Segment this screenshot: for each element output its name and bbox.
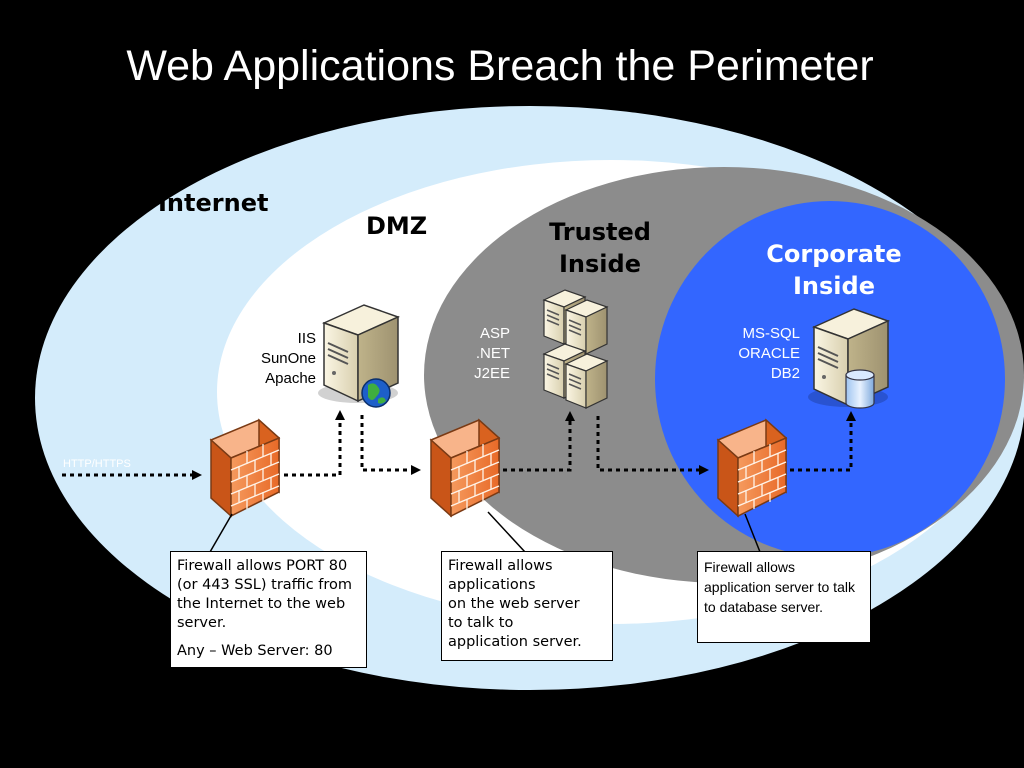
zone-label-trusted: Trusted Inside bbox=[549, 218, 651, 278]
db-server-label-3: DB2 bbox=[770, 365, 800, 382]
firewall-2-note: Firewall allows applications on the web … bbox=[441, 551, 613, 661]
web-server-label: IIS SunOne Apache bbox=[240, 329, 316, 389]
http-https-label: HTTP/HTTPS bbox=[63, 458, 131, 470]
app-server-label: ASP .NET J2EE bbox=[440, 324, 510, 384]
db-server-label-1: MS-SQL bbox=[742, 325, 800, 342]
firewall-1-note-rule: Any – Web Server: 80 bbox=[177, 643, 333, 659]
app-server-label-3: J2EE bbox=[474, 365, 510, 382]
web-server-label-3: Apache bbox=[265, 370, 316, 387]
firewall-3-note: Firewall allows application server to ta… bbox=[697, 551, 871, 643]
web-server-icon bbox=[317, 304, 399, 408]
firewall3-to-dbserver-arrow bbox=[790, 411, 856, 472]
zone-label-internet: Internet bbox=[158, 189, 269, 217]
callout-line-1 bbox=[209, 513, 233, 553]
webserver-to-firewall2-arrow bbox=[360, 415, 421, 475]
web-server-label-2: SunOne bbox=[260, 350, 316, 367]
db-server-label: MS-SQL ORACLE DB2 bbox=[710, 324, 800, 384]
firewall-3-note-text: Firewall allows application server to ta… bbox=[704, 559, 855, 615]
zone-label-dmz: DMZ bbox=[366, 212, 428, 240]
database-server-icon bbox=[807, 308, 889, 409]
application-server-cluster-icon bbox=[543, 289, 608, 409]
zone-label-corporate: Corporate Inside bbox=[766, 240, 902, 300]
app-server-label-1: ASP bbox=[479, 325, 510, 342]
firewall1-to-webserver-arrow bbox=[284, 410, 345, 477]
web-server-label-1: IIS bbox=[297, 330, 316, 347]
firewall-1-note: Firewall allows PORT 80 (or 443 SSL) tra… bbox=[170, 551, 367, 668]
callout-line-3 bbox=[744, 513, 761, 553]
page-title: Web Applications Breach the Perimeter bbox=[126, 42, 874, 90]
callout-line-2 bbox=[487, 511, 526, 553]
firewall2-to-appserver-arrow bbox=[503, 411, 575, 472]
firewall-2-note-text: Firewall allows applications on the web … bbox=[448, 558, 582, 650]
firewall-1-note-text: Firewall allows PORT 80 (or 443 SSL) tra… bbox=[177, 558, 353, 631]
db-server-label-2: ORACLE bbox=[738, 345, 800, 362]
app-server-label-2: .NET bbox=[475, 345, 510, 362]
appserver-to-firewall3-arrow bbox=[596, 416, 709, 475]
